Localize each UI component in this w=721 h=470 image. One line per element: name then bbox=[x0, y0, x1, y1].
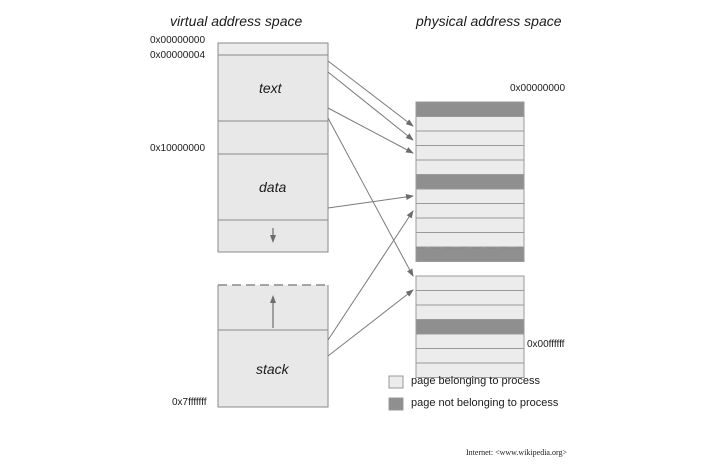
virtual-page-zero bbox=[217, 42, 329, 56]
physical-page-owned bbox=[415, 304, 525, 320]
virtual-address-start: 0x00000000 bbox=[150, 35, 206, 46]
physical-page-owned bbox=[415, 275, 525, 291]
physical-page-owned bbox=[415, 116, 525, 132]
virtual-address-end: 0x7fffffff bbox=[172, 397, 207, 408]
stack-segment bbox=[217, 329, 329, 408]
virtual-address-data-start: 0x10000000 bbox=[150, 143, 206, 154]
physical-page-owned bbox=[415, 348, 525, 364]
physical-page-owned bbox=[415, 188, 525, 204]
mapping-arrows bbox=[327, 60, 414, 357]
physical-page-owned bbox=[415, 159, 525, 175]
physical-address-start: 0x00000000 bbox=[510, 83, 566, 94]
mapping-arrow bbox=[327, 60, 414, 127]
physical-address-end: 0x00ffffff bbox=[527, 339, 565, 350]
physical-page-owned bbox=[415, 145, 525, 161]
legend-owned-label: page belonging to process bbox=[411, 375, 541, 387]
physical-page-not-owned bbox=[415, 174, 525, 190]
legend-not-owned-label: page not belonging to process bbox=[411, 397, 559, 409]
unused-region bbox=[217, 120, 329, 155]
legend-swatch-not-owned bbox=[388, 397, 404, 411]
data-segment bbox=[217, 153, 329, 221]
physical-page-not-owned bbox=[415, 319, 525, 335]
virtual-address-space bbox=[217, 42, 329, 408]
source-credit: Internet: <www.wikipedia.org> bbox=[466, 448, 567, 457]
physical-page-not-owned bbox=[415, 246, 525, 262]
physical-page-owned bbox=[415, 232, 525, 248]
mapping-arrow bbox=[327, 210, 414, 341]
mapping-arrow bbox=[327, 117, 414, 277]
physical-page-not-owned bbox=[415, 101, 525, 117]
text-segment bbox=[217, 54, 329, 122]
physical-page-owned bbox=[415, 217, 525, 233]
data-segment-label: data bbox=[259, 179, 287, 195]
physical-address-space bbox=[415, 101, 525, 378]
physical-address-space-title: physical address space bbox=[416, 13, 562, 29]
stack-segment-label: stack bbox=[256, 361, 289, 377]
virtual-address-space-title: virtual address space bbox=[170, 13, 303, 29]
mapping-arrow bbox=[327, 289, 414, 357]
physical-page-owned bbox=[415, 362, 525, 378]
physical-page-owned bbox=[415, 290, 525, 306]
mapping-arrow bbox=[327, 194, 414, 209]
legend-swatch-owned bbox=[388, 375, 404, 389]
physical-page-owned bbox=[415, 130, 525, 146]
physical-page-owned bbox=[415, 203, 525, 219]
text-segment-label: text bbox=[259, 80, 282, 96]
virtual-address-text-start: 0x00000004 bbox=[150, 50, 206, 61]
mapping-arrow bbox=[327, 71, 414, 141]
physical-page-owned bbox=[415, 333, 525, 349]
mapping-arrow bbox=[327, 107, 414, 154]
